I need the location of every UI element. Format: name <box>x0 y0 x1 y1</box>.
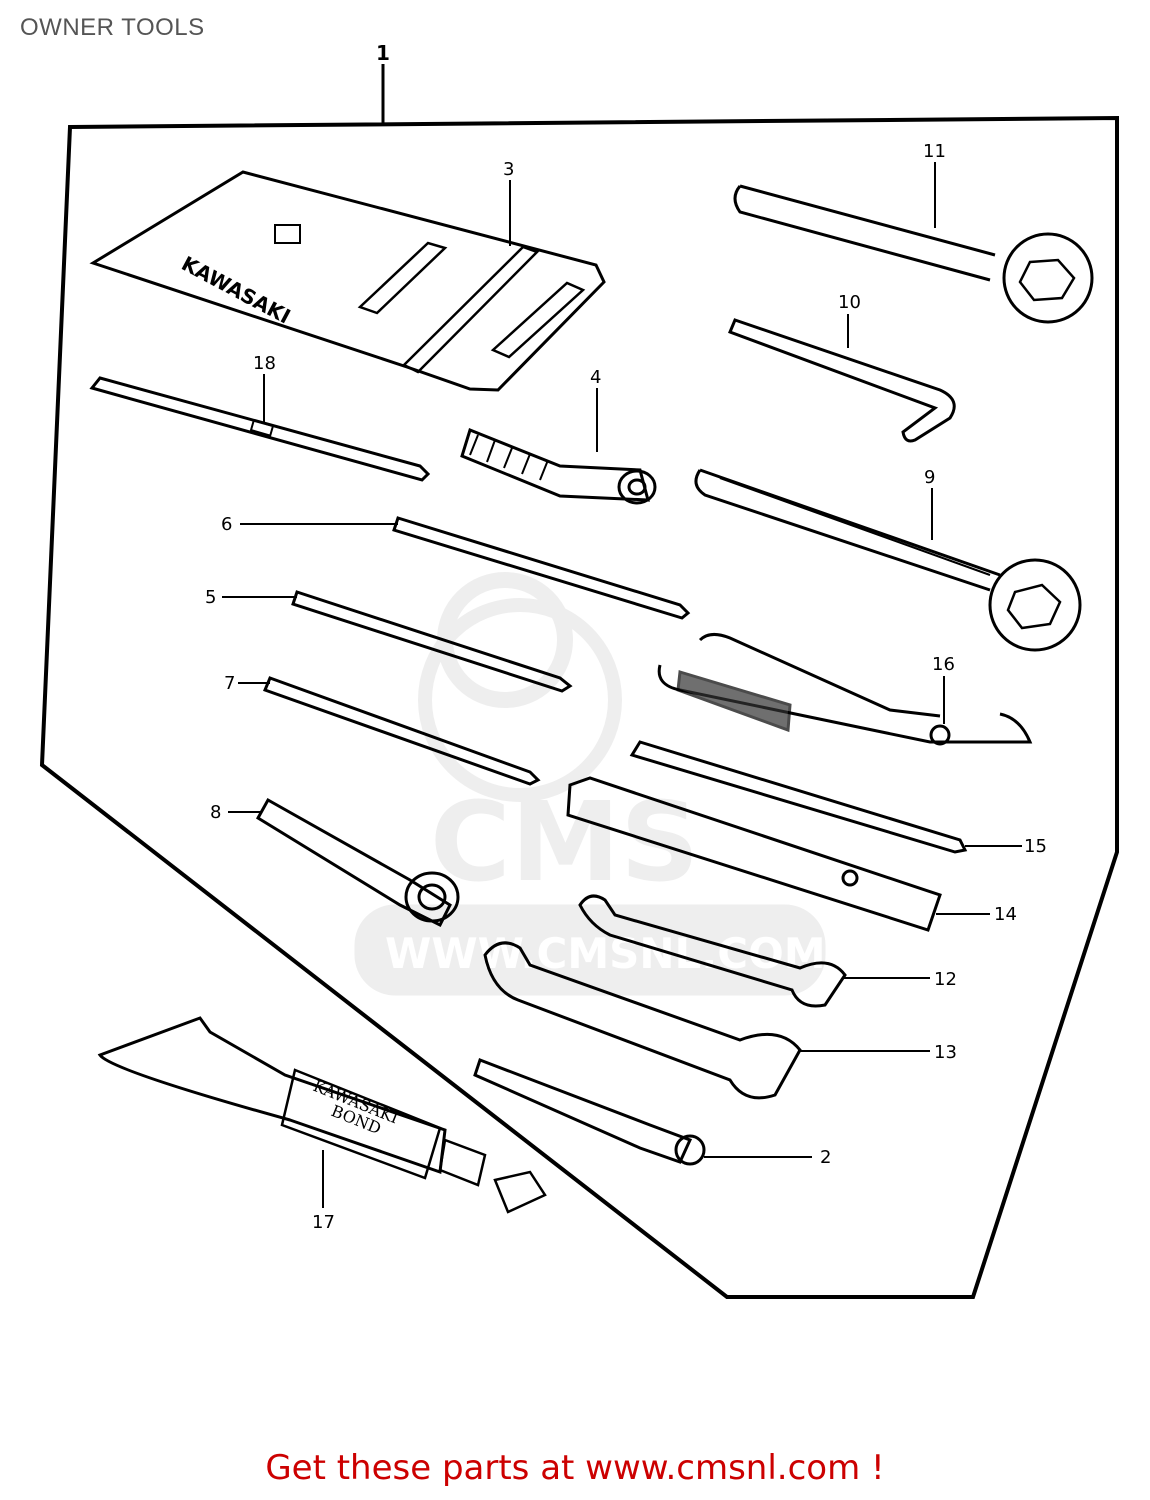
callout-17: 17 <box>312 1212 335 1233</box>
screwdriver-bit-7 <box>263 676 541 786</box>
callout-5: 5 <box>205 587 216 608</box>
callout-2: 2 <box>820 1147 831 1168</box>
callout-1: 1 <box>376 41 390 65</box>
watermark-mark: CMS <box>430 778 699 906</box>
callout-6: 6 <box>221 514 232 535</box>
callout-11: 11 <box>923 141 946 162</box>
cmsnl-watermark: CMS WWW.CMSNL.COM <box>354 572 826 996</box>
ring-wrench <box>694 468 1082 652</box>
screwdriver-shaft-18 <box>89 376 431 482</box>
watermark-url: WWW.CMSNL.COM <box>385 929 826 978</box>
callout-4: 4 <box>590 367 601 388</box>
box-wrench <box>733 184 1094 324</box>
grip-screwdriver <box>473 1058 706 1166</box>
callout-13: 13 <box>934 1042 957 1063</box>
open-end-wrench-13 <box>483 941 802 1100</box>
exploded-parts-diagram: CMS WWW.CMSNL.COM 1 KAWASAKI 3 11 10 18 <box>39 41 1119 1299</box>
screwdriver-bit-6 <box>392 516 691 620</box>
callout-9: 9 <box>924 467 935 488</box>
tool-pouch: KAWASAKI <box>89 170 606 392</box>
box-spanner <box>255 797 460 928</box>
callout-15: 15 <box>1024 836 1047 857</box>
callout-18: 18 <box>253 353 276 374</box>
footer-link[interactable]: Get these parts at www.cmsnl.com ! <box>265 1448 885 1488</box>
callout-8: 8 <box>210 802 221 823</box>
callout-16: 16 <box>932 654 955 675</box>
pouch-label: KAWASAKI <box>178 251 295 328</box>
screwdriver-handle <box>460 428 657 505</box>
callout-14: 14 <box>994 904 1017 925</box>
kit-outline <box>39 64 1119 1299</box>
open-end-wrench-12 <box>578 894 847 1008</box>
page-title: OWNER TOOLS <box>20 14 205 41</box>
hex-key <box>728 318 956 443</box>
callout-12: 12 <box>934 969 957 990</box>
callout-7: 7 <box>224 673 235 694</box>
pliers <box>657 633 1033 746</box>
callout-3: 3 <box>503 159 514 180</box>
tommy-bar <box>629 740 968 854</box>
screwdriver-bit-5 <box>291 590 573 693</box>
flat-bar <box>566 776 942 932</box>
callout-10: 10 <box>838 292 861 313</box>
